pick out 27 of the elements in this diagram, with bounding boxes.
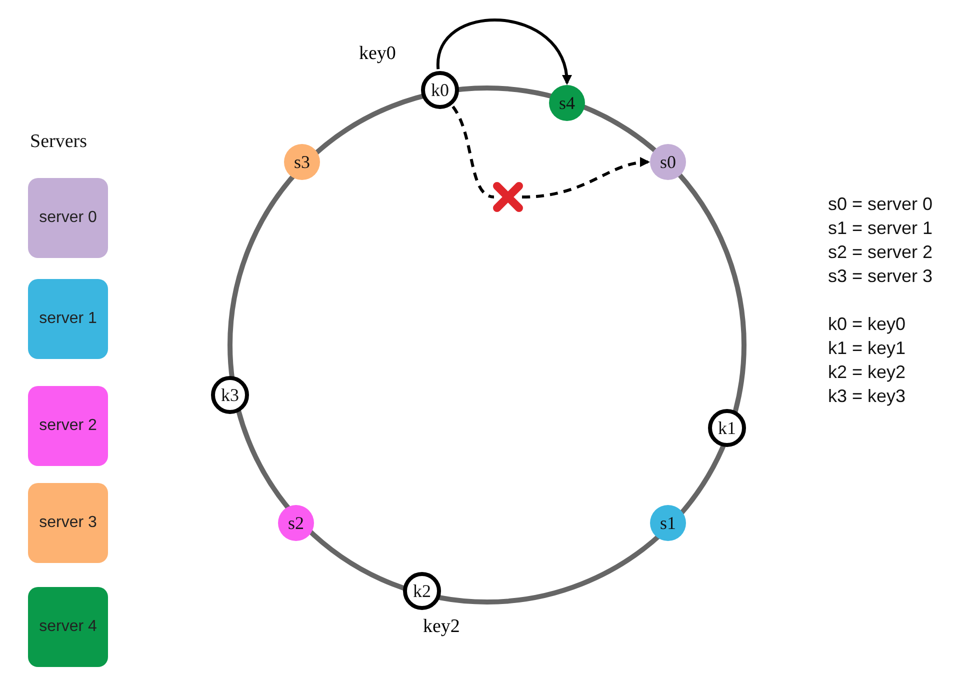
server-box: server 2 [28, 386, 108, 466]
key-marker: k0 [421, 71, 459, 109]
server-marker: s2 [278, 505, 314, 541]
legend-text: k1 = key1 [828, 338, 906, 359]
server-box: server 4 [28, 587, 108, 667]
legend-text: s2 = server 2 [828, 242, 933, 263]
arrow [522, 158, 650, 198]
legend-text: s1 = server 1 [828, 218, 933, 239]
server-marker: s3 [284, 144, 320, 180]
server-box: server 1 [28, 279, 108, 359]
key-marker: k3 [211, 376, 249, 414]
legend-text: k3 = key3 [828, 386, 906, 407]
server-marker: s4 [549, 85, 585, 121]
legend-text: s3 = server 3 [828, 266, 933, 287]
server-box: server 3 [28, 483, 108, 563]
server-marker: s1 [650, 505, 686, 541]
arrow [436, 18, 571, 85]
key-marker: k1 [708, 409, 746, 447]
legend-text: k2 = key2 [828, 362, 906, 383]
legend-heading: Servers [30, 131, 87, 153]
key-caption: key0 [359, 43, 396, 65]
legend-text: s0 = server 0 [828, 194, 933, 215]
server-marker: s0 [650, 144, 686, 180]
key-caption: key2 [423, 616, 460, 638]
server-box: server 0 [28, 178, 108, 258]
legend-text: k0 = key0 [828, 314, 906, 335]
key-marker: k2 [403, 572, 441, 610]
